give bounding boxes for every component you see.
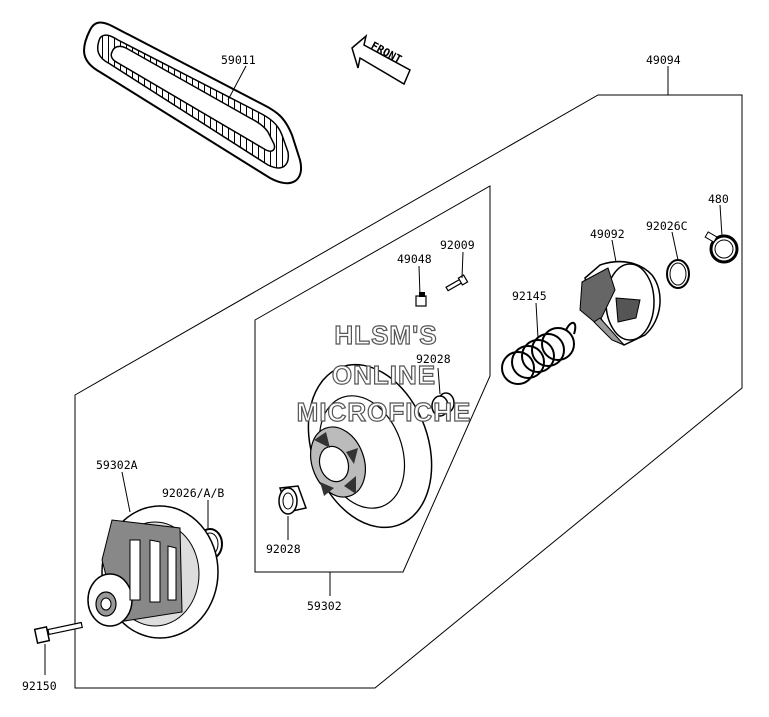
assembly-outline (74, 94, 743, 689)
part-label-movable-sheave: 59302 (307, 599, 342, 613)
part-label-ring-ab: 92026/A/B (162, 486, 224, 500)
drive-belt (83, 21, 303, 185)
part-label-spring: 92145 (512, 289, 547, 303)
part-label-fixed-sheave: 59302A (96, 458, 138, 472)
movable-sheave (307, 363, 433, 529)
watermark-line-3: MICROFICHE (297, 397, 472, 427)
torque-cam (579, 260, 661, 346)
slider-shoe (415, 292, 427, 307)
watermark-line-1: HLSM'S (334, 320, 437, 350)
front-arrow-icon: FRONT (351, 33, 411, 86)
watermark: HLSM'S ONLINE MICROFICHE (296, 319, 472, 427)
leader-lines (44, 65, 723, 675)
fixed-sheave (87, 505, 219, 639)
bushing-upper (431, 392, 455, 417)
pin (445, 274, 469, 292)
bushing-lower (278, 485, 307, 515)
part-label-clip: 480 (708, 192, 729, 206)
spring (501, 321, 577, 385)
part-label-bolt: 92150 (22, 679, 57, 693)
part-label-slider: 49048 (397, 252, 432, 266)
part-label-ring-c: 92026C (646, 219, 688, 233)
part-label-cam: 49092 (590, 227, 625, 241)
part-label-bushing-upper: 92028 (416, 352, 451, 366)
ring-c (666, 259, 690, 289)
part-label-bushing-lower: 92028 (266, 542, 301, 556)
circlip (704, 231, 739, 264)
part-label-belt: 59011 (221, 53, 256, 67)
watermark-line-2: ONLINE (332, 360, 436, 390)
part-label-assembly: 49094 (646, 53, 681, 67)
part-label-pin: 92009 (440, 238, 475, 252)
sheave-subassembly-outline (254, 185, 491, 573)
bolt (33, 621, 83, 644)
